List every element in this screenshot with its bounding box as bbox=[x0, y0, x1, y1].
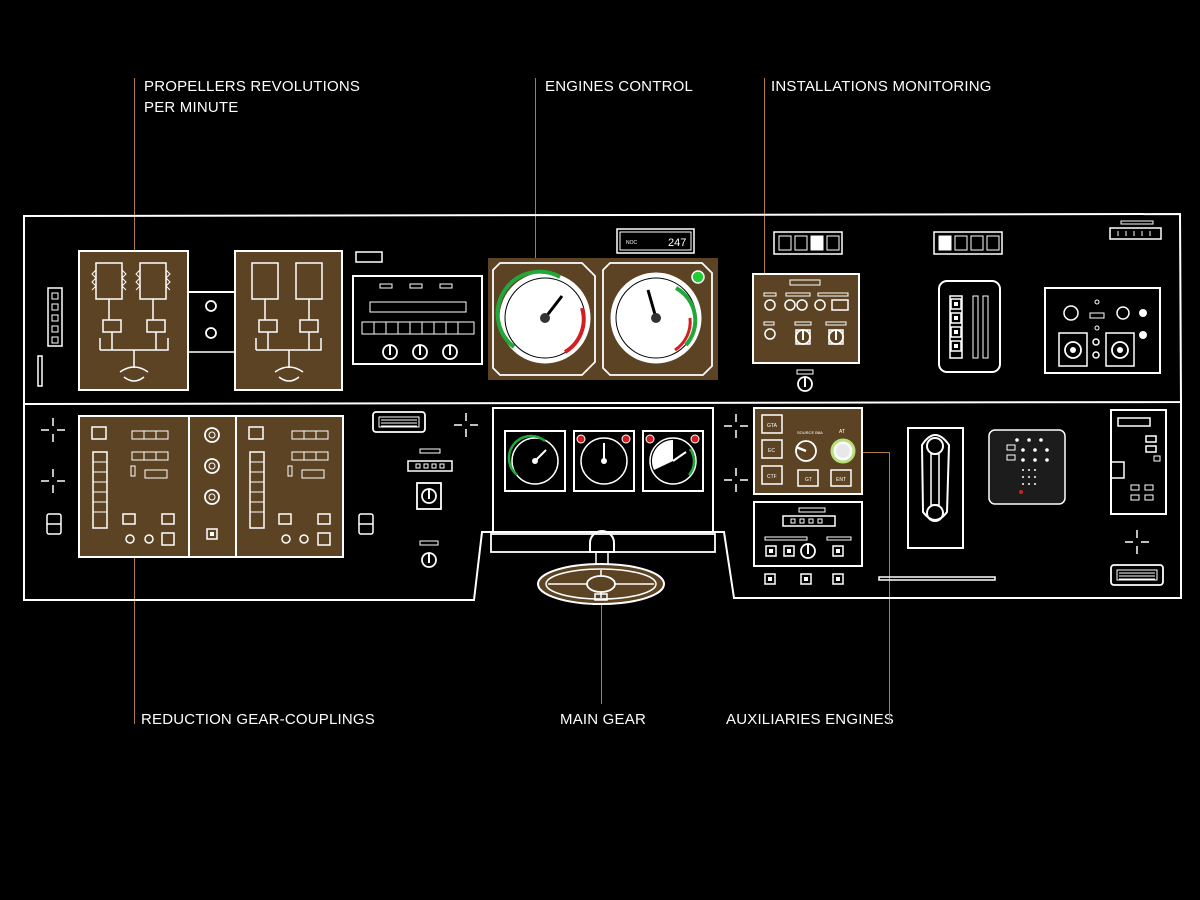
label-propellers-line1: PROPELLERS REVOLUTIONS bbox=[144, 78, 361, 95]
aux-button-gt: GT bbox=[805, 477, 812, 483]
label-main-gear: MAIN GEAR bbox=[560, 711, 646, 728]
auxiliaries-sub-panel bbox=[753, 501, 863, 585]
label-propellers-line2: PER MINUTE bbox=[144, 99, 239, 116]
small-gauge-3 bbox=[642, 430, 704, 492]
engine-load-gauge bbox=[610, 270, 705, 364]
status-bar-slot bbox=[878, 576, 996, 581]
crosshair-mark bbox=[40, 468, 66, 494]
leader-auxiliaries-h bbox=[858, 452, 890, 453]
aux-caption: SOURCE B8A bbox=[797, 430, 823, 435]
crosshair-mark bbox=[40, 417, 66, 443]
joystick-unit bbox=[907, 427, 964, 549]
keypad-unit bbox=[988, 429, 1066, 505]
indicator-strip-a bbox=[773, 231, 843, 255]
small-gauge-1 bbox=[504, 430, 566, 492]
label-auxiliaries-engines: AUXILIARIES ENGINES bbox=[726, 711, 895, 728]
auxiliaries-panel: GTA EC CTF GT ENT SOURCE B8A AT bbox=[753, 407, 863, 495]
engine-tachometer bbox=[495, 269, 591, 364]
label-reduction-gear-couplings: REDUCTION GEAR-COUPLINGS bbox=[141, 711, 375, 728]
crosshair-mark bbox=[453, 412, 479, 438]
switch-panel bbox=[352, 251, 483, 365]
leader-engines bbox=[535, 78, 536, 260]
leader-installations bbox=[764, 78, 765, 274]
display-small-label: NOC bbox=[626, 240, 638, 246]
propeller-panel-left bbox=[78, 250, 189, 391]
aux-button-ctf: CTF bbox=[767, 474, 777, 480]
center-left-controls bbox=[407, 448, 453, 568]
monitoring-panel bbox=[752, 273, 860, 392]
aux-button-ent: ENT bbox=[836, 477, 846, 483]
display-value: 247 bbox=[668, 237, 686, 249]
right-cabinet bbox=[1110, 409, 1167, 515]
crosshair-mark bbox=[723, 413, 749, 439]
vent-grille-right bbox=[1110, 564, 1164, 586]
indicator-strip-b bbox=[933, 231, 1003, 255]
propeller-panel-right bbox=[234, 250, 343, 391]
crosshair-mark bbox=[1124, 529, 1150, 555]
aux-button-gta: GTA bbox=[767, 423, 778, 429]
aux-button-ec: EC bbox=[768, 448, 775, 454]
throttle-lever-unit bbox=[938, 280, 1001, 373]
main-steering-gear bbox=[537, 530, 665, 605]
label-engines-control: ENGINES CONTROL bbox=[545, 78, 694, 95]
small-gauge-2 bbox=[573, 430, 635, 492]
rpm-link-block bbox=[187, 291, 236, 353]
vent-grille-left bbox=[372, 411, 426, 433]
right-instrument-panel bbox=[1044, 287, 1161, 374]
label-installations-monitoring: INSTALLATIONS MONITORING bbox=[771, 78, 992, 95]
left-side-ladder bbox=[37, 287, 63, 387]
leader-propellers bbox=[134, 78, 135, 252]
leader-auxiliaries bbox=[889, 452, 890, 724]
crosshair-mark bbox=[723, 467, 749, 493]
leader-main-gear bbox=[601, 604, 602, 704]
top-right-strip bbox=[1109, 220, 1162, 240]
left-toggle-switches bbox=[46, 513, 374, 535]
label-propellers-revolutions: PROPELLERS REVOLUTIONS PER MINUTE bbox=[144, 76, 360, 118]
digital-display: NOC 247 bbox=[616, 228, 695, 254]
console-outline bbox=[23, 212, 1183, 601]
aux-knob-label: AT bbox=[839, 429, 845, 435]
reduction-gear-panel bbox=[78, 415, 344, 558]
leader-reduction bbox=[134, 556, 135, 724]
